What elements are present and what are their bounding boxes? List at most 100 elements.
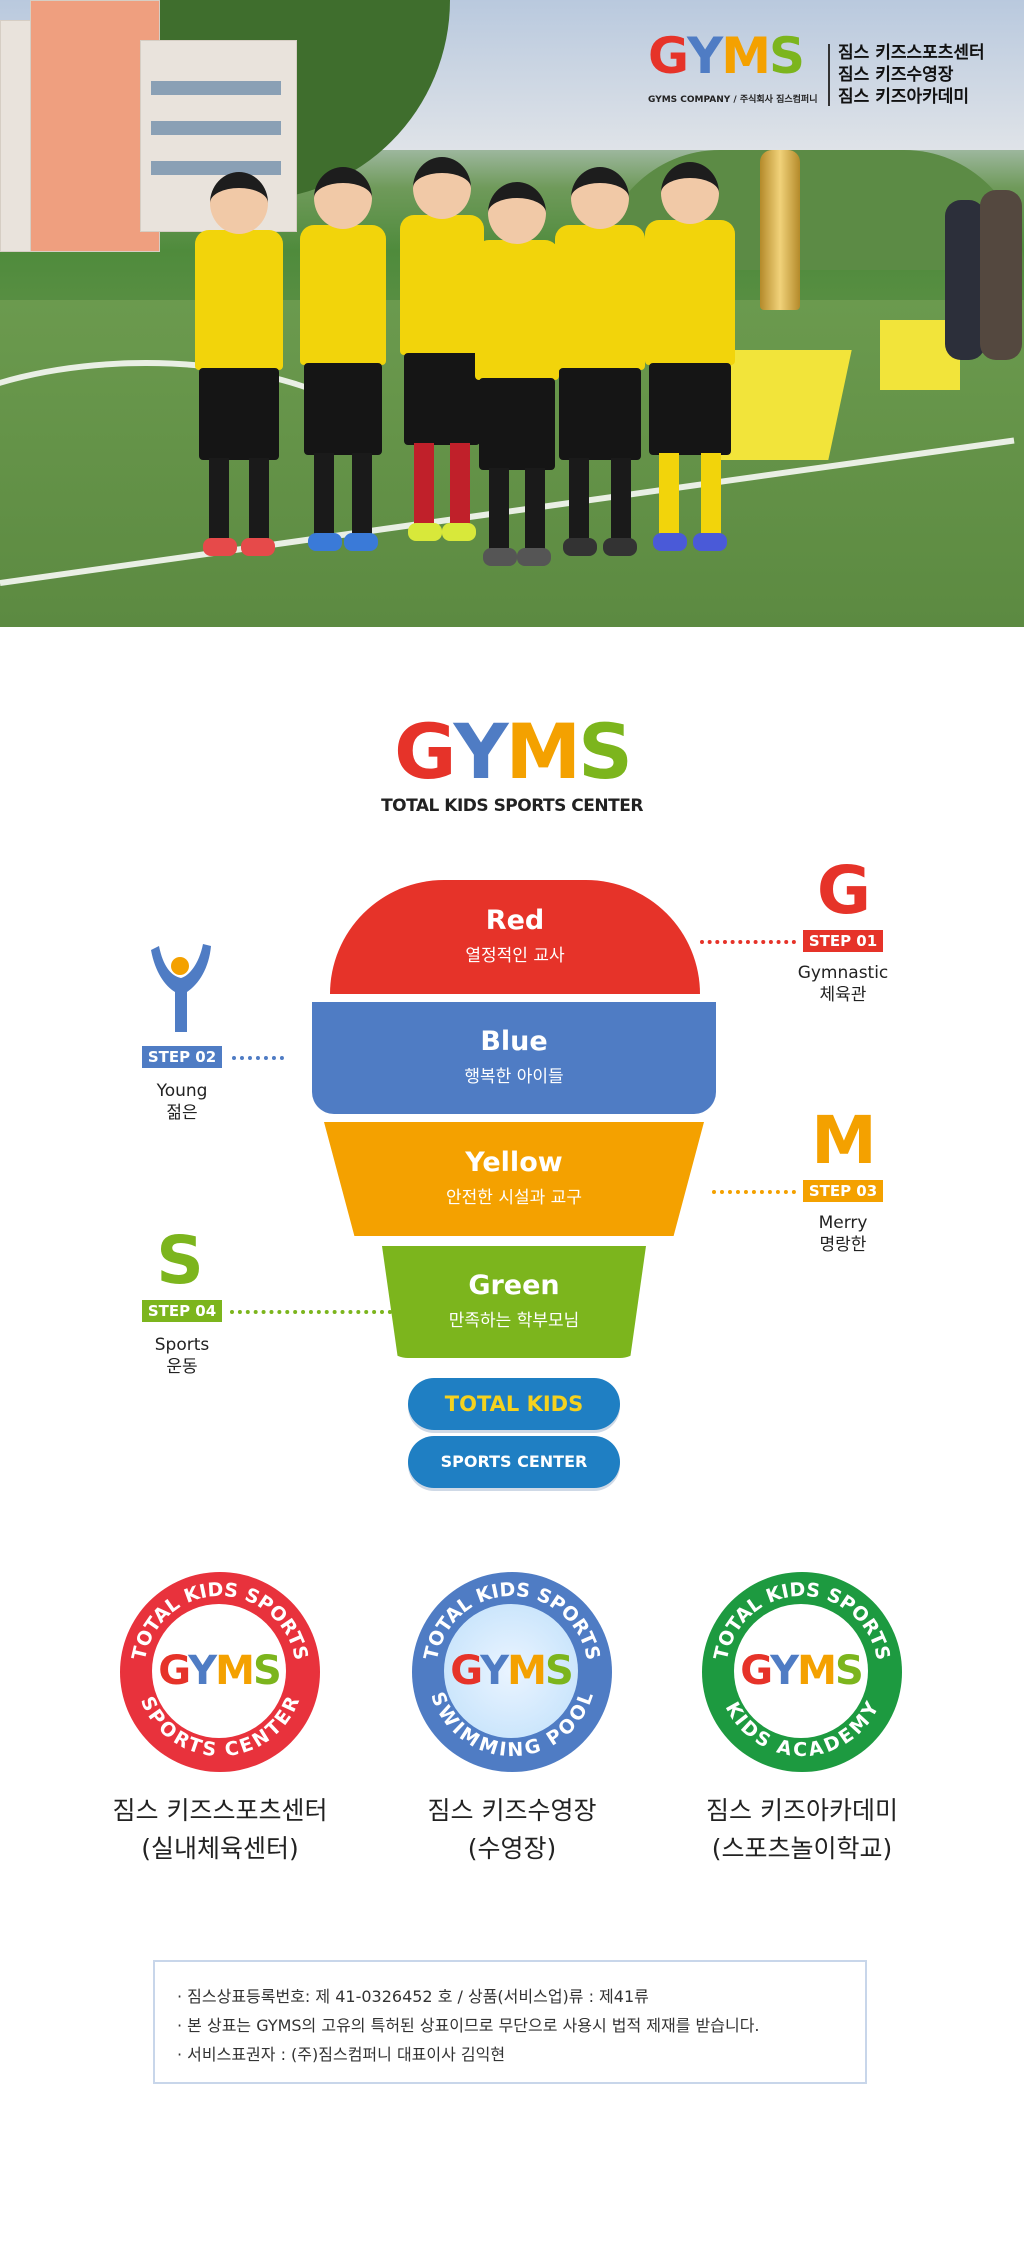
logo-letter-s: S (252, 1648, 282, 1694)
step-02-caption: Young 젊은 (112, 1080, 252, 1124)
bulb-base-bottom: SPORTS CENTER (408, 1436, 620, 1488)
hero-center-3: 짐스 키즈아카데미 (838, 87, 970, 107)
notice-line-3: · 서비스표권자 : (주)짐스컴퍼니 대표이사 김익현 (177, 2045, 506, 2064)
band-subtitle: 행복한 아이들 (464, 1067, 564, 1087)
step-01-letter: G (816, 852, 872, 929)
kid (555, 167, 645, 556)
logo-letter-g: G (648, 27, 689, 85)
band-title: Red (485, 905, 545, 936)
band-title: Green (468, 1270, 560, 1301)
emblem-logo: GYMS (158, 1648, 282, 1694)
step-01-en: Gymnastic (797, 963, 889, 983)
logo-letter-m: M (507, 1648, 547, 1694)
kid (400, 157, 484, 541)
main-logo: GYMS TOTAL KIDS SPORTS CENTER (380, 692, 644, 822)
step-02-badge: STEP 02 (142, 1046, 222, 1068)
step-04-caption: Sports 운동 (112, 1334, 252, 1378)
logo-letter-m: M (797, 1648, 837, 1694)
step-03-en: Merry (818, 1213, 868, 1233)
step-02-en: Young (156, 1081, 208, 1101)
bulb-band-yellow: Yellow 안전한 시설과 교구 (324, 1122, 704, 1236)
main-logo-letters: GYMS (380, 710, 644, 794)
step-04-badge: STEP 04 (142, 1300, 222, 1322)
band-title: Yellow (465, 1147, 563, 1178)
emblem-caption-1: 짐스 키즈스포츠센터 (실내체육센터) (100, 1792, 340, 1868)
emblem-sports-center: TOTAL KIDS SPORTS SPORTS CENTER GYMS (120, 1572, 320, 1772)
step-01-connector (700, 940, 796, 944)
logo-letter-m: M (505, 707, 582, 796)
logo-letter-y: Y (453, 707, 508, 796)
window-row (151, 121, 281, 135)
step-01-caption: Gymnastic 체육관 (773, 962, 913, 1006)
logo-letter-s: S (544, 1648, 574, 1694)
step-04-letter: S (156, 1222, 204, 1299)
trophy (760, 150, 800, 310)
kid (475, 182, 559, 566)
logo-letter-s: S (834, 1648, 864, 1694)
window-row (151, 81, 281, 95)
bulb-band-blue: Blue 행복한 아이들 (312, 1002, 716, 1114)
step-04-connector (230, 1310, 400, 1314)
step-04-en: Sports (154, 1335, 210, 1355)
logo-letter-y: Y (480, 1648, 509, 1694)
trademark-notice: · 짐스상표등록번호: 제 41-0326452 호 / 상품(서비스업)류 :… (153, 1960, 867, 2084)
logo-letter-y: Y (687, 27, 723, 85)
emblem-logo: GYMS (450, 1648, 574, 1694)
main-logo-tagline: TOTAL KIDS SPORTS CENTER (381, 796, 643, 816)
emblem-kids-academy: TOTAL KIDS SPORTS KIDS ACADEMY GYMS (702, 1572, 902, 1772)
person (945, 200, 985, 360)
logo-letter-m: M (215, 1648, 255, 1694)
logo-letter-g: G (394, 707, 456, 796)
bulb-diagram: Red 열정적인 교사 Blue 행복한 아이들 Yellow 안전한 시설과 … (308, 880, 720, 1500)
emblem-caption-3: 짐스 키즈아카데미 (스포츠놀이학교) (682, 1792, 922, 1868)
logo-letter-s: S (769, 27, 805, 85)
band-subtitle: 만족하는 학부모님 (448, 1311, 580, 1331)
logo-letter-m: M (721, 27, 771, 85)
emblem-swimming-pool: TOTAL KIDS SPORTS SWIMMING POOL GYMS (412, 1572, 612, 1772)
step-02-y-icon (151, 944, 211, 1032)
step-03-badge: STEP 03 (803, 1180, 883, 1202)
emblem-logo: GYMS (740, 1648, 864, 1694)
hero-brand: GYMS GYMS COMPANY / 주식회사 짐스컴퍼니 짐스 키즈스포츠센… (640, 16, 1020, 116)
notice-line-1: · 짐스상표등록번호: 제 41-0326452 호 / 상품(서비스업)류 :… (177, 1987, 649, 2006)
building-tower (30, 0, 160, 252)
band-subtitle: 열정적인 교사 (465, 946, 565, 966)
kid (300, 167, 386, 551)
hero-logo: GYMS (648, 27, 805, 85)
kid (195, 172, 283, 556)
emblem-name: 짐스 키즈스포츠센터 (112, 1796, 328, 1825)
band-title: Blue (480, 1026, 548, 1057)
step-03-connector (712, 1190, 796, 1194)
bulb-band-green: Green 만족하는 학부모님 (382, 1246, 646, 1358)
emblem-sub: (실내체육센터) (141, 1834, 299, 1863)
logo-letter-g: G (450, 1648, 482, 1694)
logo-letter-y: Y (188, 1648, 217, 1694)
kid (645, 162, 735, 551)
emblem-sub: (스포츠놀이학교) (711, 1834, 893, 1863)
hero-centers: 짐스 키즈스포츠센터 짐스 키즈수영장 짐스 키즈아카데미 (838, 42, 985, 108)
emblem-inner: GYMS (734, 1604, 868, 1738)
step-02-ko: 젊은 (166, 1103, 198, 1123)
hero-center-1: 짐스 키즈스포츠센터 (838, 43, 985, 63)
step-02-connector (232, 1056, 284, 1060)
bulb-band-red: Red 열정적인 교사 (330, 880, 700, 994)
logo-letter-y: Y (770, 1648, 799, 1694)
emblem-name: 짐스 키즈수영장 (427, 1796, 597, 1825)
notice-line-2: · 본 상표는 GYMS의 고유의 특허된 상표이므로 무단으로 사용시 법적 … (177, 2016, 760, 2035)
step-02-letter (145, 942, 215, 1034)
step-03-caption: Merry 명랑한 (773, 1212, 913, 1256)
person (980, 190, 1022, 360)
step-01-ko: 체육관 (819, 985, 867, 1005)
emblem-caption-2: 짐스 키즈수영장 (수영장) (392, 1792, 632, 1868)
emblem-sub: (수영장) (467, 1834, 557, 1863)
hero-company-line: GYMS COMPANY / 주식회사 짐스컴퍼니 (648, 95, 818, 105)
step-04-ko: 운동 (166, 1357, 198, 1377)
logo-letter-s: S (578, 707, 633, 796)
band-subtitle: 안전한 시설과 교구 (446, 1188, 582, 1208)
logo-letter-g: G (158, 1648, 190, 1694)
hero-photo: GYMS GYMS COMPANY / 주식회사 짐스컴퍼니 짐스 키즈스포츠센… (0, 0, 1024, 627)
hero-center-2: 짐스 키즈수영장 (838, 65, 954, 85)
emblem-inner: GYMS (152, 1604, 286, 1738)
emblem-name: 짐스 키즈아카데미 (706, 1796, 898, 1825)
bulb-base-top: TOTAL KIDS (408, 1378, 620, 1430)
